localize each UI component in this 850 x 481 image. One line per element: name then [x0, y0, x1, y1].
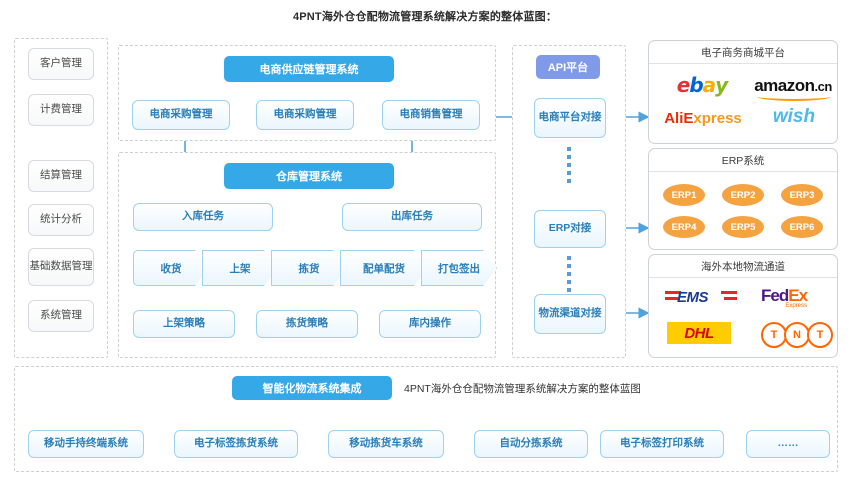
flow-label: 打包签出	[438, 262, 480, 275]
box-label: 移动拣货车系统	[349, 437, 423, 450]
box-label: 电商采购管理	[273, 108, 337, 121]
box-label: 自动分拣系统	[499, 437, 563, 450]
intelligent-logistics-header: 智能化物流系统集成	[232, 376, 392, 400]
sidebar-item-statistics[interactable]: 统计分析	[28, 204, 94, 236]
box-label: 电商采购管理	[149, 108, 213, 121]
panel-title: ERP系统	[649, 149, 837, 172]
flow-step-receiving[interactable]: 收货	[133, 250, 209, 286]
fedex-logo[interactable]: FedEx Express	[761, 286, 808, 309]
box-label: 出库任务	[391, 210, 433, 223]
flow-step-order-allocation[interactable]: 配单配货	[340, 250, 428, 286]
panel-title: 海外本地物流通道	[649, 255, 837, 278]
bottom-item-etag-printing[interactable]: 电子标签打印系统	[600, 430, 724, 458]
bottom-item-auto-sorting[interactable]: 自动分拣系统	[474, 430, 588, 458]
erp-integration-box[interactable]: ERP对接	[534, 210, 606, 248]
erp-label: ERP1	[671, 189, 697, 201]
erp-item-4[interactable]: ERP4	[663, 216, 705, 238]
erp-label: ERP2	[730, 189, 756, 201]
bottom-item-mobile-picking-cart[interactable]: 移动拣货车系统	[328, 430, 444, 458]
erp-item-6[interactable]: ERP6	[781, 216, 823, 238]
header-label: 电商供应链管理系统	[259, 64, 359, 76]
wish-logo[interactable]: wish	[772, 106, 816, 127]
box-label: 移动手持终端系统	[44, 437, 128, 450]
ecommerce-purchase-box-1[interactable]: 电商采购管理	[132, 100, 230, 130]
box-label: 物流渠道对接	[538, 307, 602, 320]
erp-label: ERP6	[789, 221, 815, 233]
erp-item-5[interactable]: ERP5	[722, 216, 764, 238]
sidebar-item-billing[interactable]: 计费管理	[28, 94, 94, 126]
inbound-task-box[interactable]: 入库任务	[133, 203, 273, 231]
erp-label: ERP3	[789, 189, 815, 201]
api-dot-separator-2	[567, 256, 571, 292]
sidebar-item-settlement[interactable]: 结算管理	[28, 160, 94, 192]
sidebar-item-customer[interactable]: 客户管理	[28, 48, 94, 80]
flow-label: 上架	[229, 262, 251, 275]
erp-item-1[interactable]: ERP1	[663, 184, 705, 206]
panel-title: 电子商务商城平台	[649, 41, 837, 64]
box-label: 电子标签拣货系统	[194, 437, 278, 450]
in-warehouse-operation-box[interactable]: 库内操作	[379, 310, 481, 338]
box-label: 电子标签打印系统	[620, 437, 704, 450]
sidebar-item-label: 统计分析	[40, 213, 82, 226]
box-label: 电商平台对接	[538, 111, 602, 124]
flow-step-putaway[interactable]: 上架	[202, 250, 278, 286]
page-title: 4PNT海外仓仓配物流管理系统解决方案的整体蓝图：	[292, 11, 558, 23]
flow-label: 配单配货	[363, 262, 405, 275]
sidebar-item-system[interactable]: 系统管理	[28, 300, 94, 332]
picking-strategy-box[interactable]: 拣货策略	[256, 310, 358, 338]
bottom-item-etag-picking[interactable]: 电子标签拣货系统	[174, 430, 298, 458]
bottom-caption: 4PNT海外仓仓配物流管理系统解决方案的整体蓝图	[404, 383, 641, 395]
sidebar-item-basic-data[interactable]: 基础数据管理	[28, 248, 94, 286]
api-platform-header: API平台	[536, 55, 600, 79]
box-label: 拣货策略	[286, 317, 328, 330]
panel-body: ERP1 ERP2 ERP3 ERP4 ERP5 ERP6	[649, 172, 837, 249]
erp-item-3[interactable]: ERP3	[781, 184, 823, 206]
outbound-task-box[interactable]: 出库任务	[342, 203, 482, 231]
api-dot-separator-1	[567, 147, 571, 183]
bottom-item-mobile-terminal[interactable]: 移动手持终端系统	[28, 430, 144, 458]
box-label: 库内操作	[409, 317, 451, 330]
sidebar-item-label: 系统管理	[40, 309, 82, 322]
header-label: 仓库管理系统	[276, 171, 342, 183]
ems-logo[interactable]: EMS	[665, 288, 737, 308]
ecommerce-sales-box[interactable]: 电商销售管理	[382, 100, 480, 130]
erp-item-2[interactable]: ERP2	[722, 184, 764, 206]
box-label: ……	[777, 437, 799, 450]
putaway-strategy-box[interactable]: 上架策略	[133, 310, 235, 338]
ecommerce-purchase-box-2[interactable]: 电商采购管理	[256, 100, 354, 130]
header-label: 智能化物流系统集成	[262, 383, 362, 395]
header-label: API平台	[547, 62, 589, 74]
logistics-channel-integration-box[interactable]: 物流渠道对接	[534, 294, 606, 334]
box-label: 上架策略	[163, 317, 205, 330]
aliexpress-logo[interactable]: AliExpress	[664, 109, 742, 127]
erp-label: ERP5	[730, 221, 756, 233]
amazon-smile-icon	[757, 92, 831, 101]
sidebar-item-label: 计费管理	[40, 103, 82, 116]
sidebar-item-label: 基础数据管理	[29, 260, 93, 273]
ecommerce-supply-chain-header: 电商供应链管理系统	[224, 56, 394, 82]
box-label: ERP对接	[548, 222, 592, 235]
flow-step-packing-signout[interactable]: 打包签出	[421, 250, 497, 286]
erp-label: ERP4	[671, 221, 697, 233]
sidebar-item-label: 结算管理	[40, 169, 82, 182]
erp-system-panel: ERP系统 ERP1 ERP2 ERP3 ERP4 ERP5 ERP6	[648, 148, 838, 250]
warehouse-management-header: 仓库管理系统	[224, 163, 394, 189]
overseas-logistics-panel: 海外本地物流通道 EMS FedEx Express DHL	[648, 254, 838, 358]
dhl-logo[interactable]: DHL	[667, 322, 731, 344]
amazon-logo[interactable]: amazon.cn	[753, 74, 833, 101]
flow-step-picking[interactable]: 拣货	[271, 250, 347, 286]
ecommerce-platform-integration-box[interactable]: 电商平台对接	[534, 98, 606, 138]
box-label: 入库任务	[182, 210, 224, 223]
bottom-item-more[interactable]: ……	[746, 430, 830, 458]
flow-label: 拣货	[298, 262, 320, 275]
flow-label: 收货	[160, 262, 182, 275]
box-label: 电商销售管理	[399, 108, 463, 121]
sidebar-item-label: 客户管理	[40, 57, 82, 70]
